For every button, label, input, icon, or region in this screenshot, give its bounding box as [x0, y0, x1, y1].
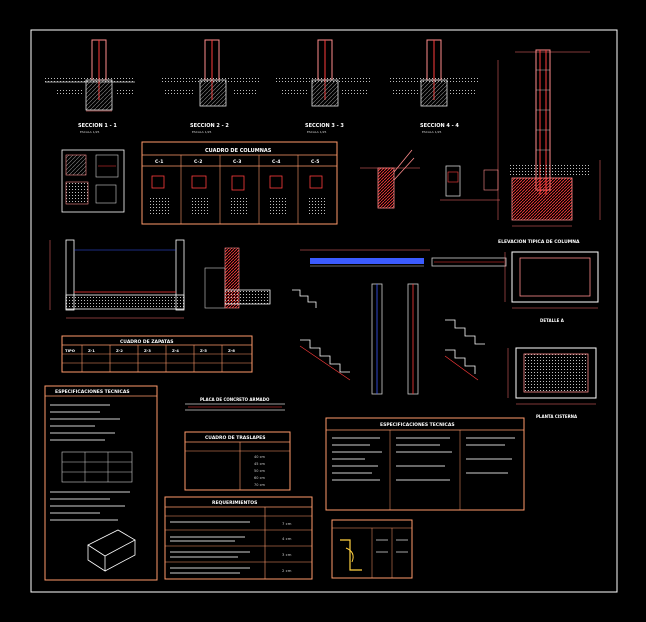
section-4-title: SECCION 4 - 4 — [420, 123, 459, 129]
section-4-scale: ESCALA 1/25 — [422, 130, 442, 134]
plan-view-2 — [507, 347, 597, 405]
columns-table-header-c2: C-2 — [194, 159, 202, 165]
footings-header-z6: Z-6 — [228, 348, 235, 353]
splices-value-5: 70 cm — [254, 483, 265, 487]
footings-header-z2: Z-2 — [116, 348, 123, 353]
footings-header-z4: Z-4 — [172, 348, 179, 353]
requirements-value-1: 7 cm — [282, 521, 292, 526]
joint-detail-1 — [360, 149, 420, 209]
footings-header-z1: Z-1 — [88, 348, 95, 353]
columns-table — [141, 141, 338, 225]
columns-table-header-c4: C-4 — [272, 159, 280, 165]
section-2-detail — [160, 39, 260, 107]
section-1-detail — [45, 39, 135, 112]
tech-specs-right-title: ESPECIFICACIONES TECNICAS — [380, 422, 455, 428]
footings-table-title: CUADRO DE ZAPATAS — [120, 339, 173, 345]
section-2-title: SECCION 2 - 2 — [190, 123, 229, 129]
requirements-value-3: 3 cm — [282, 552, 292, 557]
steel-beam-detail — [300, 249, 507, 267]
section-1-title: SECCION 1 - 1 — [78, 123, 117, 129]
requirements-value-4: 2 cm — [282, 568, 292, 573]
column-elevation-title: ELEVACION TIPICA DE COLUMNA — [498, 239, 580, 245]
section-1-scale: ESCALA 1/25 — [80, 130, 100, 134]
splices-value-1: 40 cm — [254, 455, 265, 459]
sheet-frame — [30, 29, 618, 593]
requirements-value-2: 4 cm — [282, 536, 292, 541]
plan-view-1 — [504, 251, 599, 309]
splices-value-2: 45 cm — [254, 462, 265, 466]
splices-table-title: CUADRO DE TRASLAPES — [205, 435, 266, 441]
columns-table-header-c5: C-5 — [311, 159, 319, 165]
slab-detail — [185, 403, 285, 411]
plan-view-1-label: DETALLE A — [540, 318, 565, 323]
splices-value-3: 50 cm — [254, 469, 265, 473]
tech-specs-left-title: ESPECIFICACIONES TECNICAS — [55, 389, 130, 395]
requirements-title: REQUERIMIENTOS — [212, 500, 257, 506]
stair-details — [292, 283, 485, 395]
beam-detail-box — [61, 149, 125, 213]
tech-specs-left-panel — [44, 385, 158, 581]
column-elevation-detail — [497, 49, 601, 227]
section-3-title: SECCION 3 - 3 — [305, 123, 344, 129]
columns-table-title: CUADRO DE COLUMNAS — [205, 148, 272, 154]
columns-table-header-c3: C-3 — [233, 159, 241, 165]
footings-header-type: TIPO — [65, 348, 76, 353]
requirements-table — [164, 496, 313, 580]
section-4-detail — [388, 39, 478, 107]
plan-view-2-label: PLANTA CISTERNA — [536, 414, 578, 419]
splices-table — [184, 431, 291, 491]
slab-detail-title: PLACA DE CONCRETO ARMADO — [200, 397, 270, 402]
section-2-scale: ESCALA 1/25 — [192, 130, 212, 134]
section-3-scale: ESCALA 1/25 — [307, 130, 327, 134]
joint-detail-2 — [440, 165, 500, 201]
columns-table-header-c1: C-1 — [155, 159, 163, 165]
cistern-section — [49, 239, 271, 319]
splices-value-4: 60 cm — [254, 476, 265, 480]
tech-specs-right-panel — [325, 417, 525, 511]
footings-table — [61, 335, 253, 373]
footings-header-z5: Z-5 — [200, 348, 207, 353]
section-3-detail — [275, 39, 370, 107]
hook-detail-table — [331, 519, 413, 579]
footings-header-z3: Z-3 — [144, 348, 151, 353]
